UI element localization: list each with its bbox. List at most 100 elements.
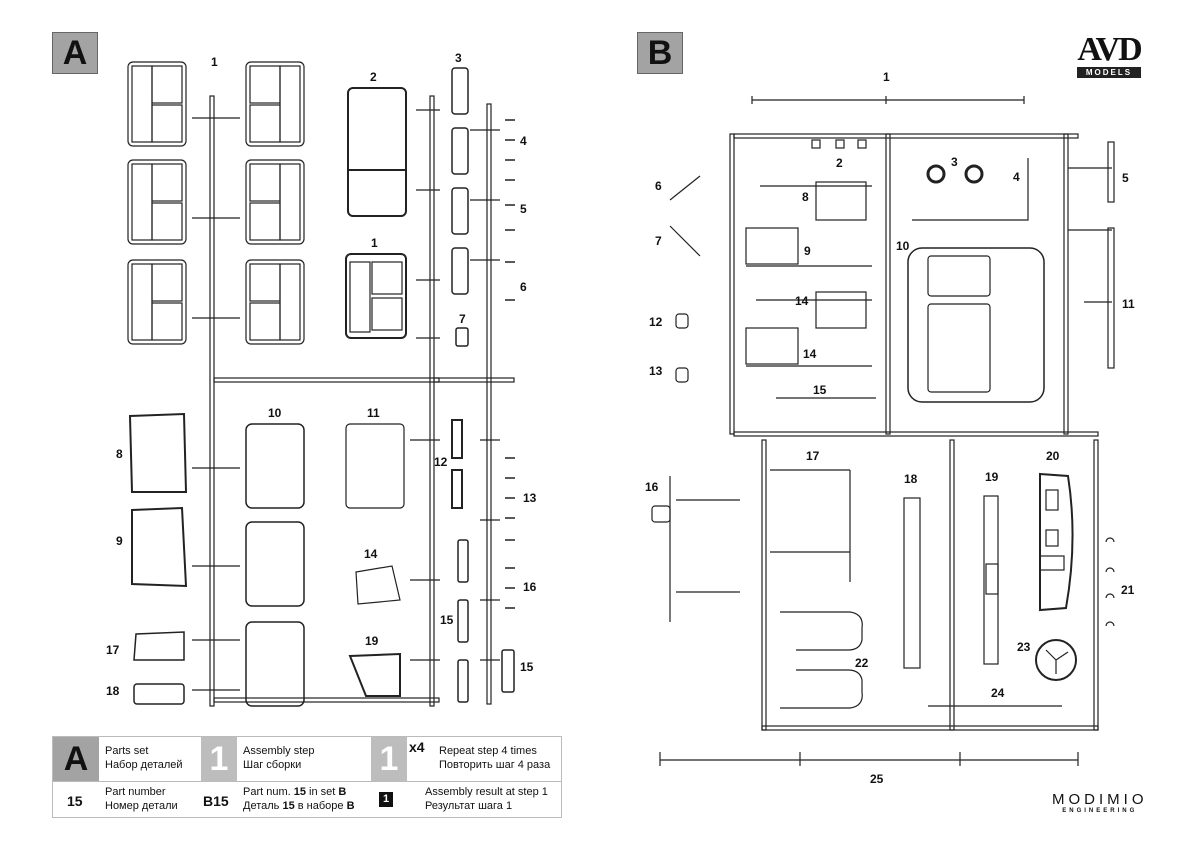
legend-result-ru: Результат шага 1 (425, 800, 513, 812)
legend-part-number-symbol: 15 (67, 793, 83, 809)
part-label: 14 (803, 347, 817, 361)
sprue-a-part1-windows (127, 61, 407, 345)
part-label: 21 (1121, 583, 1135, 597)
part-label: 8 (802, 190, 809, 204)
part-label: 6 (520, 280, 527, 294)
brand-logo-text: AVD (1077, 31, 1142, 68)
part-label: 7 (655, 234, 662, 248)
legend-repeat-cell: 1 (371, 737, 407, 781)
part-label: 14 (364, 547, 378, 561)
sheet-b-letter: B (647, 34, 673, 72)
legend-assembly-step-en: Assembly step (243, 745, 315, 757)
legend-parts-set-symbol: A (63, 740, 89, 778)
legend-parts-set-cell: A (53, 737, 99, 781)
part-label: 8 (116, 447, 123, 461)
legend-part-in-set-en: Part num. 15 in set B (243, 785, 355, 799)
part-label: 3 (951, 155, 958, 169)
part-label: 15 (520, 660, 534, 674)
part-label: 24 (991, 686, 1005, 700)
part-label: 17 (806, 449, 820, 463)
legend-repeat-symbol: 1 (379, 740, 399, 778)
legend-repeat-ru: Повторить шаг 4 раза (439, 759, 551, 771)
part-label: 1 (883, 70, 890, 84)
legend-result-text: Assembly result at step 1 Результат шага… (425, 785, 548, 813)
sprue-a-lower-windows (128, 412, 405, 707)
legend-part-in-set-ru: Деталь 15 в наборе B (243, 799, 355, 813)
legend-assembly-step-text: Assembly step Шаг сборки (243, 744, 315, 772)
legend-part-in-set-en-pre: Part num. (243, 786, 294, 798)
legend-result-symbol: 1 (379, 792, 393, 807)
legend-part-number-en: Part number (105, 786, 166, 798)
part-label: 15 (813, 383, 827, 397)
part-label: 20 (1046, 449, 1060, 463)
legend-part-in-set-ru-mid: в наборе (294, 800, 347, 812)
part-label: 15 (440, 613, 454, 627)
legend-part-in-set-text: Part num. 15 in set B Деталь 15 в наборе… (243, 785, 355, 813)
part-label: 13 (523, 491, 537, 505)
sprue-a-frame (192, 95, 515, 707)
legend-parts-set-ru: Набор деталей (105, 759, 183, 771)
legend-result-en: Assembly result at step 1 (425, 786, 548, 798)
part-label: 2 (370, 70, 377, 84)
legend-assembly-step-ru: Шаг сборки (243, 759, 302, 771)
legend-part-number-ru: Номер детали (105, 800, 178, 812)
footer-brand-sub: ENGINEERING (1062, 808, 1138, 814)
legend-repeat-text: Repeat step 4 times Повторить шаг 4 раза (439, 744, 550, 772)
legend-table: A Parts set Набор деталей 1 Assembly ste… (52, 736, 562, 818)
part-label: 4 (520, 134, 527, 148)
part-label: 19 (985, 470, 999, 484)
legend-assembly-step-cell: 1 (201, 737, 237, 781)
part-label: 6 (655, 179, 662, 193)
legend-part-in-set-en-set: B (338, 786, 347, 798)
legend-part-in-set-ru-pre: Деталь (243, 800, 283, 812)
legend-part-number-text: Part number Номер детали (105, 785, 178, 813)
part-label: 5 (1122, 171, 1129, 185)
part-label: 11 (1122, 297, 1135, 311)
part-label: 5 (520, 202, 527, 216)
part-label: 10 (896, 239, 910, 253)
legend-divider (53, 781, 561, 782)
footer-brand: MODIMIO ENGINEERING (1052, 791, 1148, 815)
sprue-b-frame (659, 96, 1115, 766)
part-label: 18 (904, 472, 918, 486)
part-label: 16 (645, 480, 659, 494)
part-label: 13 (649, 364, 663, 378)
part-label: 17 (106, 643, 120, 657)
legend-part-in-set-en-num: 15 (293, 786, 306, 798)
part-label: 12 (649, 315, 663, 329)
sheet-a-letter: A (62, 34, 88, 72)
legend-assembly-step-symbol: 1 (209, 740, 229, 778)
part-label: 1 (371, 236, 378, 250)
part-label: 2 (836, 156, 843, 170)
part-label: 9 (804, 244, 811, 258)
part-label: 22 (855, 656, 869, 670)
brand-logo-sub: MODELS (1077, 67, 1141, 78)
legend-repeat-en: Repeat step 4 times (439, 745, 537, 757)
part-label: 12 (434, 455, 448, 469)
part-label: 3 (455, 51, 462, 65)
part-label: 18 (106, 684, 120, 698)
part-label: 10 (268, 406, 282, 420)
legend-parts-set-text: Parts set Набор деталей (105, 744, 183, 772)
part-label: 23 (1017, 640, 1031, 654)
footer-brand-main: MODIMIO (1052, 791, 1148, 808)
legend-part-in-set-symbol: B15 (203, 793, 229, 809)
sheet-b-badge: B (637, 32, 683, 74)
legend-repeat-multiplier: x4 (409, 739, 425, 755)
part-label: 19 (365, 634, 379, 648)
legend-part-in-set-ru-set: B (346, 800, 355, 812)
sheet-a-badge: A (52, 32, 98, 74)
part-label: 14 (795, 294, 809, 308)
part-label: 1 (211, 55, 218, 69)
part-label: 25 (870, 772, 884, 786)
legend-parts-set-en: Parts set (105, 745, 149, 757)
part-label: 16 (523, 580, 537, 594)
part-label: 9 (116, 534, 123, 548)
part-label: 11 (367, 406, 380, 420)
part-label: 4 (1013, 170, 1020, 184)
legend-part-in-set-ru-num: 15 (282, 800, 295, 812)
part-label: 7 (459, 312, 466, 326)
sprue-a-small-parts (451, 67, 515, 703)
legend-part-in-set-en-mid: in set (306, 786, 339, 798)
